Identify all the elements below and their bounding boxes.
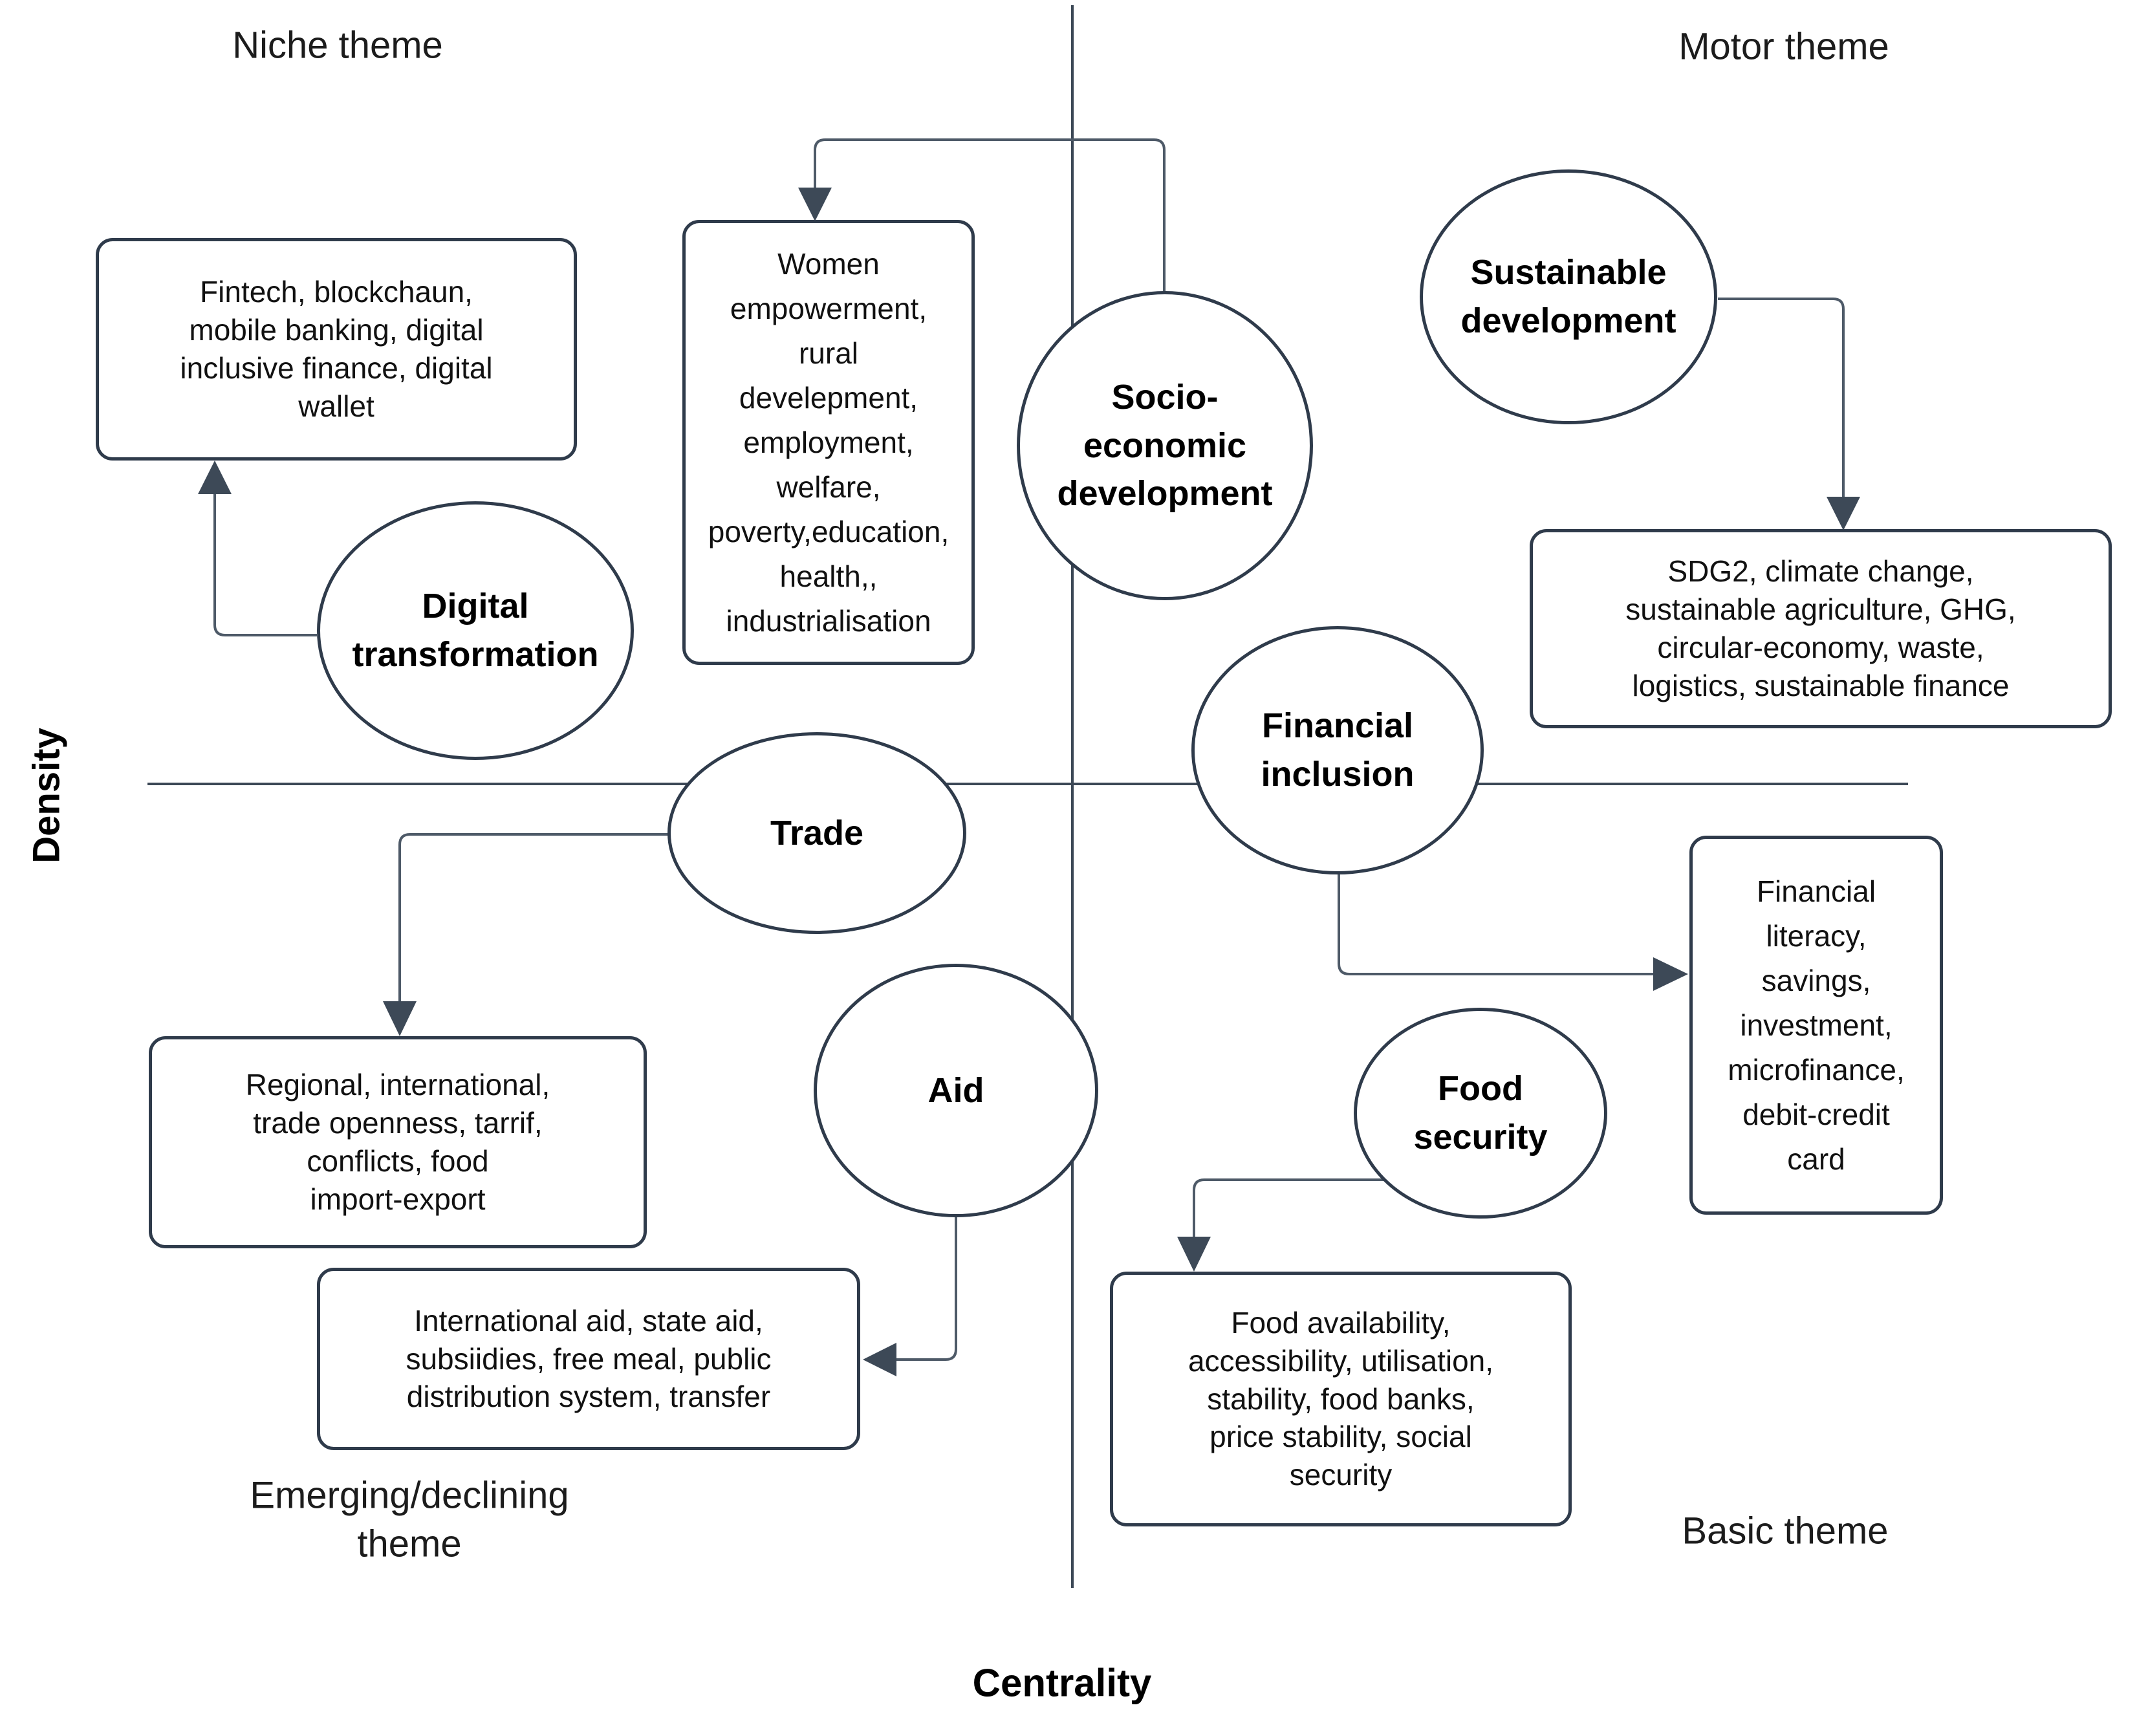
arrowhead-left-icon <box>863 1343 896 1376</box>
theme-ellipse-food-security: Food security <box>1354 1008 1607 1219</box>
keywords-box-trade: Regional, international, trade openness,… <box>149 1036 647 1248</box>
arrowhead-down-icon <box>1177 1237 1211 1272</box>
connector-sustainable-to-sdg2 <box>1718 298 1845 497</box>
quadrant-label-niche-theme: Niche theme <box>232 24 443 67</box>
quadrant-label-emerging-declining-theme: Emerging/declining theme <box>250 1474 569 1565</box>
theme-ellipse-digital-transformation: Digital transformation <box>317 501 634 760</box>
connector-trade-to-regional <box>398 833 669 1001</box>
theme-ellipse-sustainable-development: Sustainable development <box>1420 169 1717 424</box>
connector-fininc-to-finlit <box>1338 874 1653 975</box>
keywords-box-sustainable-development: SDG2, climate change, sustainable agricu… <box>1530 529 2112 728</box>
keywords-box-food-security: Food availability, accessibility, utilis… <box>1110 1272 1572 1526</box>
theme-ellipse-socio-economic-development: Socio- economic development <box>1017 291 1313 600</box>
keywords-box-financial-inclusion: Financial literacy, savings, investment,… <box>1689 836 1943 1215</box>
arrowhead-down-icon <box>383 1001 417 1036</box>
theme-ellipse-trade: Trade <box>667 732 966 934</box>
y-axis-label-density: Density <box>25 728 68 863</box>
theme-ellipse-aid: Aid <box>814 964 1098 1217</box>
connector-socio-to-women <box>814 138 1166 292</box>
theme-ellipse-financial-inclusion: Financial inclusion <box>1191 626 1484 874</box>
connector-digital-to-fintech <box>213 494 317 636</box>
arrowhead-down-icon <box>798 188 832 221</box>
arrowhead-up-icon <box>198 461 232 494</box>
quadrant-label-basic-theme: Basic theme <box>1682 1510 1889 1552</box>
keywords-box-aid: International aid, state aid, subsiidies… <box>317 1268 860 1450</box>
keywords-box-socio-economic-development: Women empowerment, rural develepment, em… <box>682 220 975 665</box>
keywords-box-digital-transformation: Fintech, blockchaun, mobile banking, dig… <box>96 238 577 461</box>
quadrant-label-motor-theme: Motor theme <box>1678 25 1889 68</box>
connector-aid-to-intaid <box>896 1217 957 1361</box>
connector-foodsec-to-foodav <box>1193 1178 1384 1237</box>
arrowhead-right-icon <box>1653 957 1688 991</box>
x-axis-label-centrality: Centrality <box>972 1661 1152 1705</box>
arrowhead-down-icon <box>1827 497 1860 530</box>
